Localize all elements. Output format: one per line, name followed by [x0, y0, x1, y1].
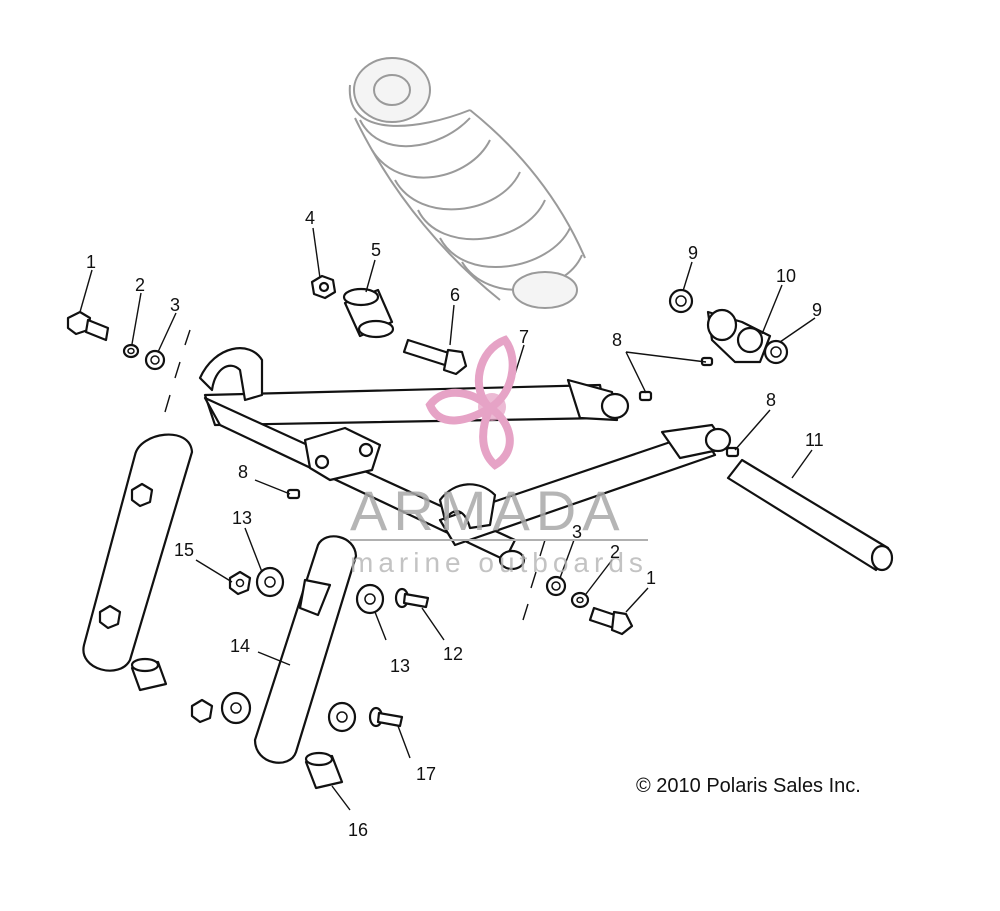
- washer-lower-left: [220, 691, 252, 725]
- callout-7: 7: [519, 327, 529, 347]
- nut-lower-left: [190, 698, 214, 724]
- callout-10: 10: [776, 266, 796, 286]
- bolt-17: [368, 706, 404, 728]
- shock-absorber-ghost: [348, 57, 586, 309]
- callout-14: 14: [230, 636, 250, 656]
- callout-1-lower: 1: [646, 568, 656, 588]
- callout-9-left: 9: [688, 243, 698, 263]
- callout-3-upper: 3: [170, 295, 180, 315]
- callout-8-left: 8: [238, 462, 248, 482]
- leader-lines: [79, 227, 816, 811]
- callout-13-right: 13: [390, 656, 410, 676]
- callout-8-right: 8: [766, 390, 776, 410]
- washer-13-left: [255, 566, 285, 598]
- link-arm-left: [82, 433, 194, 672]
- washer-lower-right: [327, 701, 357, 733]
- bolt-1-lower: [588, 606, 634, 636]
- pivot-bracket-10: [706, 308, 772, 364]
- bolt-12: [394, 587, 430, 609]
- callout-11: 11: [805, 430, 824, 450]
- washer-9-left: [668, 288, 694, 314]
- washer-3-lower: [545, 575, 567, 597]
- grease-fitting-left: [286, 488, 301, 500]
- callout-9-right: 9: [812, 300, 822, 320]
- axis-lines: [164, 329, 546, 621]
- bushing-left-lower: [130, 657, 168, 692]
- washer-2-lower: [570, 591, 590, 609]
- callout-6: 6: [450, 285, 460, 305]
- callout-3-lower: 3: [572, 522, 582, 542]
- callout-1-upper: 1: [86, 252, 96, 272]
- bolt-1-upper: [66, 310, 110, 342]
- callout-4: 4: [305, 208, 315, 228]
- watermark-brand: ARMADA: [350, 479, 626, 542]
- bolt-6: [402, 338, 468, 376]
- washer-3-upper: [144, 349, 166, 371]
- callout-5: 5: [371, 240, 381, 260]
- link-arm-14: [253, 535, 358, 764]
- callout-2-lower: 2: [610, 542, 620, 562]
- washer-13-right: [355, 583, 385, 615]
- washer-2-upper: [122, 343, 140, 359]
- bushing-5: [342, 287, 395, 339]
- grease-fitting-upper: [638, 356, 714, 402]
- watermark: ARMADA marine outboards: [350, 335, 648, 578]
- propeller-logo: [425, 335, 517, 470]
- callout-8-upper: 8: [612, 330, 622, 350]
- callout-17: 17: [416, 764, 436, 784]
- callout-2-upper: 2: [135, 275, 145, 295]
- callout-13-left: 13: [232, 508, 252, 528]
- bushing-16: [304, 751, 344, 790]
- callouts: 1 2 3 4 5 6 7 8 8 8 9 9 10 11 12 13 13 1…: [86, 208, 824, 840]
- nut-4: [310, 274, 337, 300]
- washer-9-right: [763, 339, 789, 365]
- callout-16: 16: [348, 820, 368, 840]
- callout-12: 12: [443, 644, 463, 664]
- nut-15: [228, 570, 252, 596]
- cross-shaft: [726, 458, 894, 572]
- callout-15: 15: [174, 540, 194, 560]
- copyright-text: © 2010 Polaris Sales Inc.: [636, 775, 861, 797]
- watermark-tagline: marine outboards: [350, 547, 648, 578]
